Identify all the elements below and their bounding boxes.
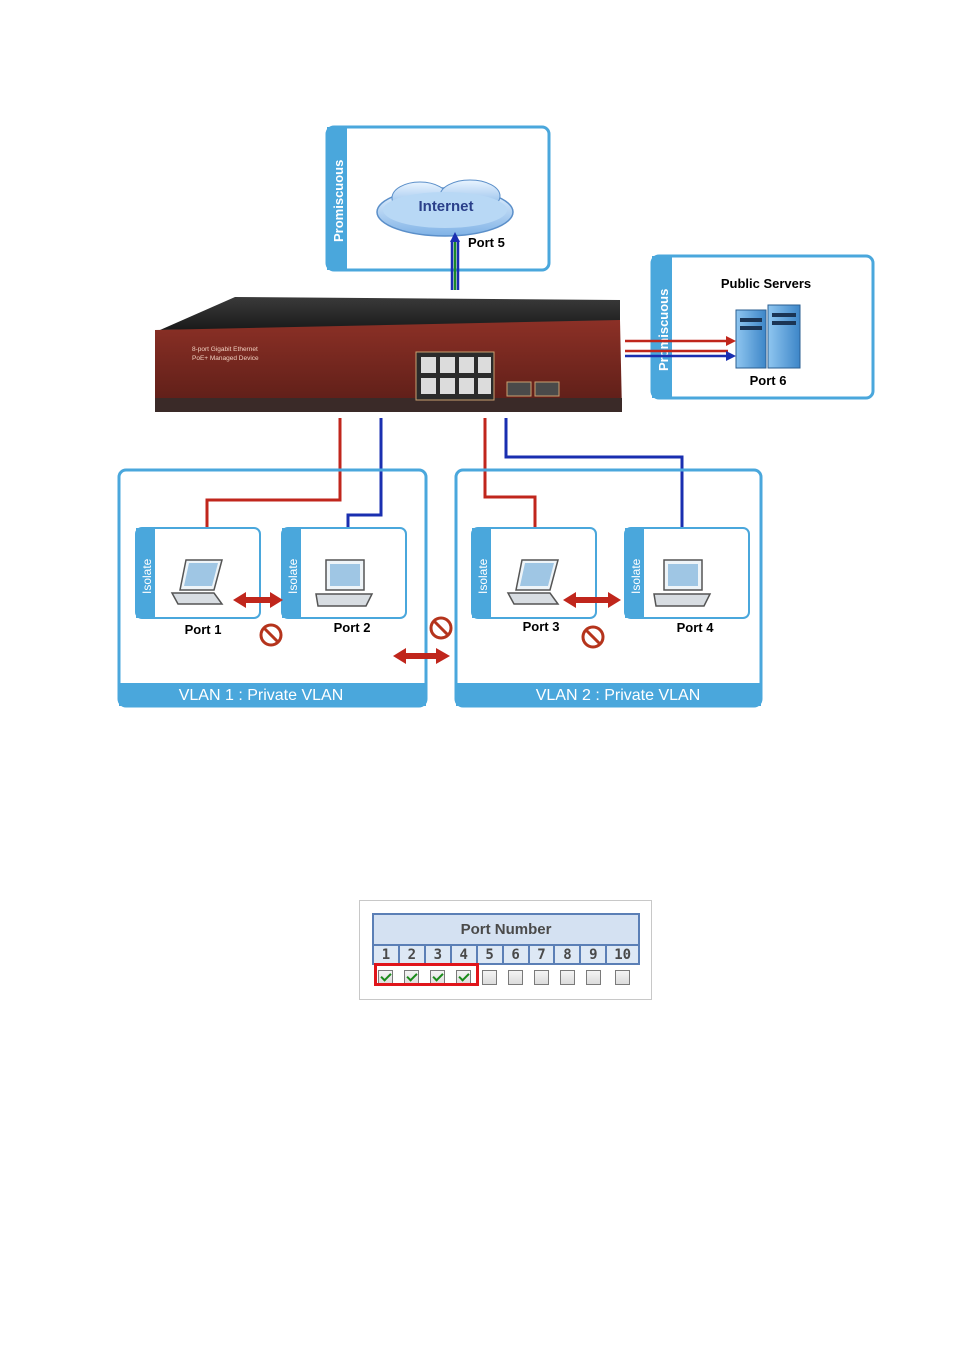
port-checkbox-cell (606, 964, 639, 991)
internet-promiscuous-box: Promiscuous Internet Port 5 (327, 127, 549, 270)
port-10-checkbox[interactable] (615, 970, 630, 985)
switch-text-line1: 8-port Gigabit Ethernet (192, 346, 258, 353)
port-number-cell: 5 (477, 945, 503, 964)
port-checkbox-cell (477, 964, 503, 991)
port-checkbox-cell (503, 964, 529, 991)
promiscuous-top-label: Promiscuous (331, 160, 346, 242)
port-checkbox-cell (580, 964, 606, 991)
public-servers-promiscuous-box: Promiscuous Public Servers Port 6 (652, 256, 873, 398)
port2-label: Port 2 (334, 620, 371, 635)
private-vlan-diagram: Promiscuous Internet Port 5 Promiscuous … (0, 0, 955, 760)
port1-label: Port 1 (185, 622, 222, 637)
port-checkbox-cell (425, 964, 451, 991)
port-6-checkbox[interactable] (508, 970, 523, 985)
port2-host-box: Isolate (282, 528, 406, 618)
port3-host-box: Isolate (472, 528, 596, 618)
port-number-cell: 6 (503, 945, 529, 964)
vlan1-label: VLAN 1 : Private VLAN (179, 687, 344, 704)
port-number-cell: 8 (554, 945, 580, 964)
port-8-checkbox[interactable] (560, 970, 575, 985)
port-checkbox-cell (373, 964, 399, 991)
double-arrow-icon (393, 648, 450, 664)
port-number-title: Port Number (373, 914, 639, 945)
port-checkbox-cell (399, 964, 425, 991)
port5-label: Port 5 (468, 235, 505, 250)
port5-uplink (450, 232, 460, 290)
port-number-cell: 7 (529, 945, 555, 964)
port-checkbox-row (373, 964, 639, 991)
port6-label: Port 6 (750, 373, 787, 388)
server-icon (736, 305, 800, 368)
prohibited-icon (261, 625, 281, 645)
port-3-checkbox[interactable] (430, 970, 445, 985)
switch-text-line2: PoE+ Managed Device (192, 355, 259, 362)
port-checkbox-cell (529, 964, 555, 991)
port-5-checkbox[interactable] (482, 970, 497, 985)
prohibited-icon (583, 627, 603, 647)
isolate-label: Isolate (286, 558, 300, 594)
vlan2-label: VLAN 2 : Private VLAN (536, 687, 701, 704)
port-number-cell: 1 (373, 945, 399, 964)
isolate-label: Isolate (140, 558, 154, 594)
public-servers-label: Public Servers (721, 276, 811, 291)
port3-label: Port 3 (523, 619, 560, 634)
port-7-checkbox[interactable] (534, 970, 549, 985)
port-number-cell: 4 (451, 945, 477, 964)
isolate-label: Isolate (476, 558, 490, 594)
port4-host-box: Isolate (625, 528, 749, 618)
promiscuous-right-label: Promiscuous (656, 289, 671, 371)
port-checkbox-cell (554, 964, 580, 991)
port-4-checkbox[interactable] (456, 970, 471, 985)
port-1-checkbox[interactable] (378, 970, 393, 985)
port-number-cell: 10 (606, 945, 639, 964)
host-connection-lines (207, 418, 682, 565)
prohibited-icon (431, 618, 451, 638)
port-2-checkbox[interactable] (404, 970, 419, 985)
switch-device-icon: 8-port Gigabit Ethernet PoE+ Managed Dev… (155, 297, 622, 412)
port-9-checkbox[interactable] (586, 970, 601, 985)
port-number-cell: 2 (399, 945, 425, 964)
internet-label: Internet (418, 198, 473, 215)
port-number-cell: 9 (580, 945, 606, 964)
port-checkbox-cell (451, 964, 477, 991)
port4-label: Port 4 (677, 620, 715, 635)
isolate-label: Isolate (629, 558, 643, 594)
port-number-cell: 3 (425, 945, 451, 964)
